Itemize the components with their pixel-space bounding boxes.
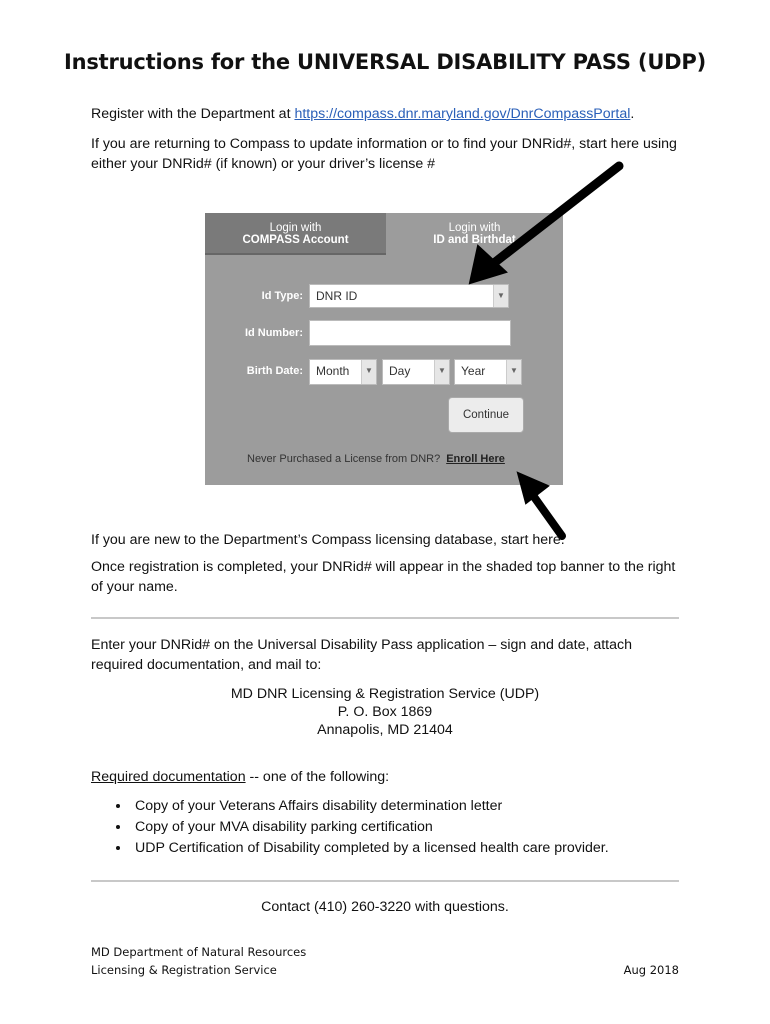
- login-widget-image: Login with COMPASS Account Login with ID…: [205, 213, 563, 485]
- tab2-line2: ID and Birthdat: [433, 234, 516, 246]
- footer-org-line2: Licensing & Registration Service: [91, 963, 277, 977]
- list-item: UDP Certification of Disability complete…: [131, 838, 711, 859]
- arrow-icon: [516, 471, 566, 540]
- list-item: Copy of your Veterans Affairs disability…: [131, 796, 711, 817]
- year-select: Year ▼: [454, 359, 522, 385]
- id-type-label: Id Type:: [261, 290, 303, 302]
- tab-login-compass-account: Login with COMPASS Account: [205, 213, 386, 253]
- chevron-down-icon: ▼: [434, 360, 449, 384]
- month-select: Month ▼: [309, 359, 377, 385]
- page-title: Instructions for the UNIVERSAL DISABILIT…: [63, 50, 706, 74]
- enroll-here-link: Enroll Here: [446, 453, 505, 465]
- tab1-line2: COMPASS Account: [242, 234, 349, 246]
- divider: [91, 880, 679, 882]
- id-type-select: DNR ID ▼: [309, 284, 509, 308]
- month-value: Month: [316, 364, 350, 378]
- compass-portal-link[interactable]: https://compass.dnr.maryland.gov/DnrComp…: [294, 106, 631, 122]
- mailing-address-line1: MD DNR Licensing & Registration Service …: [230, 686, 540, 702]
- footer-date: Aug 2018: [623, 963, 679, 977]
- footer-org-line1: MD Department of Natural Resources: [91, 945, 307, 959]
- never-purchased-text: Never Purchased a License from DNR?: [247, 453, 441, 465]
- arrow-icon: [468, 161, 624, 285]
- chevron-down-icon: ▼: [361, 360, 376, 384]
- returning-instructions: If you are returning to Compass to updat…: [91, 136, 677, 172]
- id-type-value: DNR ID: [316, 289, 358, 303]
- register-prefix: Register with the Department at: [91, 106, 295, 122]
- tab1-line1: Login with: [269, 222, 322, 234]
- register-suffix: .: [630, 106, 635, 122]
- contact-line: Contact (410) 260-3220 with questions.: [261, 899, 509, 915]
- day-select: Day ▼: [382, 359, 450, 385]
- id-number-label: Id Number:: [244, 327, 303, 339]
- continue-button: Continue: [448, 397, 524, 433]
- divider: [91, 617, 679, 619]
- enter-dnrid-instructions: Enter your DNRid# on the Universal Disab…: [91, 637, 632, 673]
- required-docs-title: Required documentation: [91, 769, 246, 785]
- day-value: Day: [389, 364, 411, 378]
- birth-date-label: Birth Date:: [246, 365, 303, 377]
- required-docs-heading: Required documentation -- one of the fol…: [91, 767, 691, 787]
- new-user-instructions: If you are new to the Department’s Compa…: [91, 532, 565, 548]
- required-docs-suffix: -- one of the following:: [245, 769, 390, 785]
- id-number-input: [309, 320, 511, 346]
- list-item: Copy of your MVA disability parking cert…: [131, 817, 711, 838]
- tab-divider: [205, 253, 386, 255]
- registration-note: Once registration is completed, your DNR…: [91, 559, 676, 595]
- mailing-address-line3: Annapolis, MD 21404: [317, 722, 453, 738]
- tab2-line1: Login with: [448, 222, 501, 234]
- chevron-down-icon: ▼: [506, 360, 521, 384]
- mailing-address-line2: P. O. Box 1869: [337, 704, 433, 720]
- never-purchased-line: Never Purchased a License from DNR? Enrol…: [247, 453, 505, 465]
- year-value: Year: [461, 364, 486, 378]
- required-docs-list: Copy of your Veterans Affairs disability…: [91, 796, 711, 859]
- register-paragraph: Register with the Department at https://…: [91, 104, 691, 124]
- chevron-down-icon: ▼: [493, 285, 508, 307]
